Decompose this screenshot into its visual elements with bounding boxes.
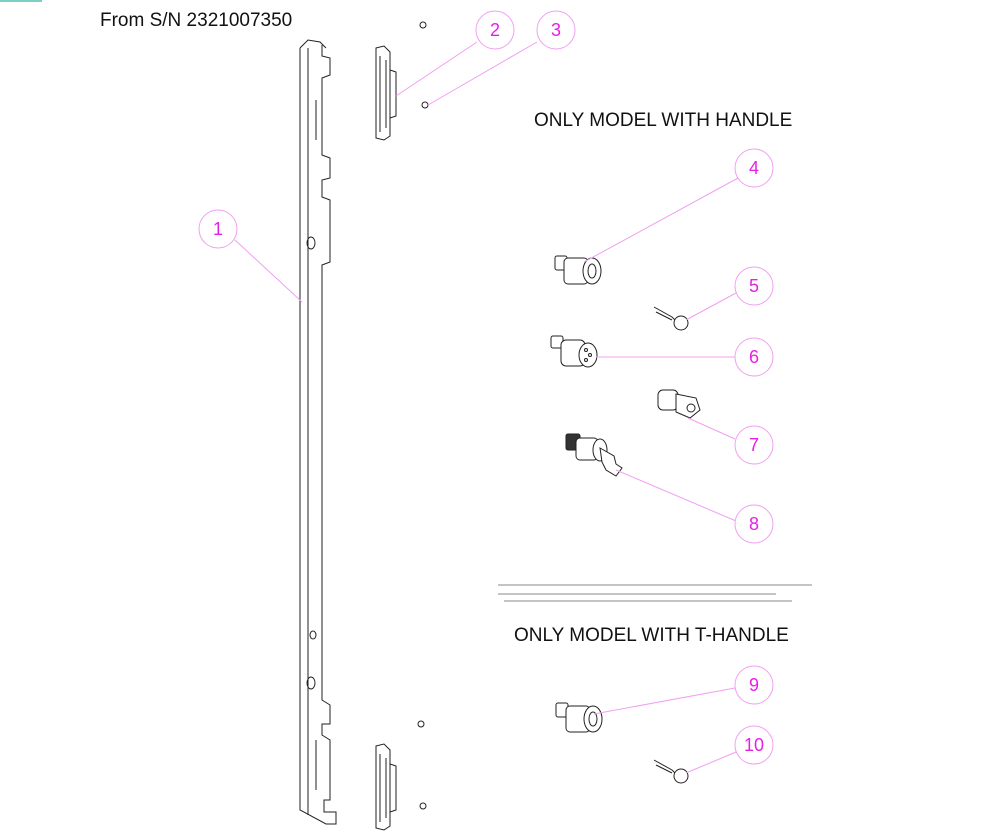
part-10-key bbox=[653, 759, 689, 784]
section-heading-handle: ONLY MODEL WITH HANDLE bbox=[534, 110, 793, 131]
part-3-nuts bbox=[417, 21, 429, 810]
callout-1-number: 1 bbox=[213, 219, 223, 239]
part-2-bracket-lower bbox=[375, 743, 397, 831]
part-4-lock-cylinder bbox=[554, 255, 602, 285]
callout-5: 5 bbox=[734, 266, 774, 306]
part-6-lock-barrel bbox=[550, 335, 598, 368]
callout-6-number: 6 bbox=[749, 347, 759, 367]
part-2-bracket-upper bbox=[375, 45, 397, 141]
callout-1: 1 bbox=[198, 209, 238, 249]
callout-4: 4 bbox=[734, 148, 774, 188]
callout-3: 3 bbox=[536, 10, 576, 50]
part-7-cam-lock bbox=[657, 389, 701, 419]
part-9-lock-cylinder bbox=[555, 702, 603, 733]
callout-5-number: 5 bbox=[749, 276, 759, 296]
callout-2: 2 bbox=[475, 10, 515, 50]
serial-note: From S/N 2321007350 bbox=[100, 10, 293, 31]
callout-6: 6 bbox=[734, 337, 774, 377]
callout-8-number: 8 bbox=[749, 514, 759, 534]
section-heading-t-handle: ONLY MODEL WITH T-HANDLE bbox=[514, 625, 789, 646]
callout-10: 10 bbox=[734, 725, 774, 765]
callout-2-number: 2 bbox=[490, 20, 500, 40]
callout-7: 7 bbox=[734, 425, 774, 465]
callout-10-number: 10 bbox=[744, 735, 764, 755]
callout-8: 8 bbox=[734, 504, 774, 544]
section-separator bbox=[498, 584, 812, 602]
part-8-lock-with-key bbox=[565, 433, 623, 477]
leader-lines bbox=[234, 41, 739, 774]
callout-3-number: 3 bbox=[551, 20, 561, 40]
callout-4-number: 4 bbox=[749, 158, 759, 178]
corner-accent bbox=[0, 0, 42, 2]
part-5-key bbox=[653, 306, 689, 331]
callouts: 1 2 3 4 5 6 7 8 9 10 bbox=[198, 10, 774, 765]
callout-9-number: 9 bbox=[749, 675, 759, 695]
callout-9: 9 bbox=[734, 665, 774, 705]
part-1-vertical-bar bbox=[299, 39, 337, 825]
callout-7-number: 7 bbox=[749, 435, 759, 455]
